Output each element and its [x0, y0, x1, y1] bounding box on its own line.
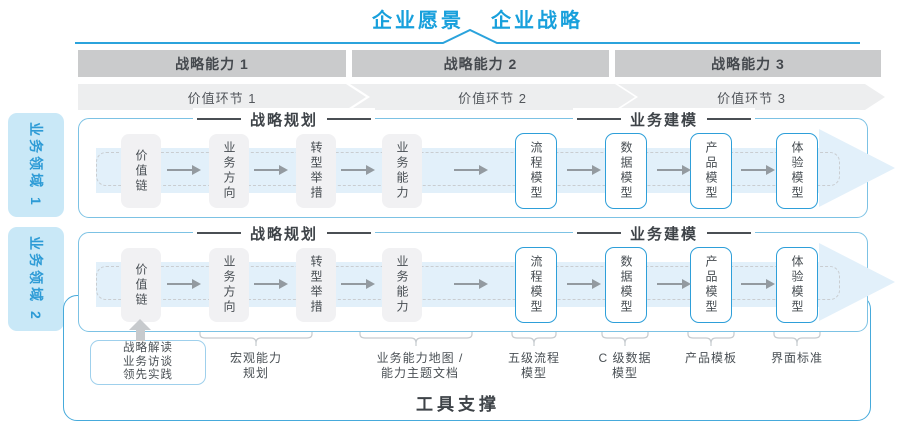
business-modeling-title-text: 业务建模 [629, 225, 699, 243]
stage-business-direction: 业务方向 [209, 134, 249, 208]
tool-support-title: 工具支撑 [416, 395, 500, 414]
stage-experience-model: 体验模型 [776, 247, 818, 323]
stage-value-chain: 价值链 [121, 248, 161, 322]
section-title-business-modeling: 业务建模 [572, 222, 756, 244]
stage-value-chain: 价值链 [121, 134, 161, 208]
flow-arrow-icon [657, 165, 691, 175]
pipeline-dashed-outline [96, 266, 840, 300]
value-chain-chevron-2: 价值环节 2 [350, 84, 635, 110]
flow-arrow-icon [454, 279, 488, 289]
flow-arrow-icon [454, 165, 488, 175]
title-rule-right-icon [707, 118, 752, 120]
capability-band-segment-2: 战略能力 2 [352, 50, 609, 77]
stage-transformation: 转型举措 [296, 248, 336, 322]
pipeline-dashed-outline [96, 152, 840, 186]
business-domain-label-2-text: 业务领域 2 [28, 236, 44, 322]
section-title-strategic-planning: 战略规划 [192, 108, 376, 130]
capability-band-segment-1: 战略能力 1 [78, 50, 346, 77]
vision-title: 企业愿景 [372, 10, 464, 32]
flow-arrow-icon [741, 165, 775, 175]
title-rule-left-icon [576, 118, 621, 120]
flow-band-arrowhead-icon [819, 243, 895, 321]
strategic-planning-title-text: 战略规划 [249, 111, 319, 129]
business-domain-label-1-text: 业务领域 1 [28, 122, 44, 208]
flow-arrow-icon [741, 279, 775, 289]
practice-note-box: 战略解读 业务访谈 领先实践 [90, 340, 206, 385]
stage-product-model: 产品模型 [690, 133, 732, 209]
note-data-model: C 级数据 模型 [598, 351, 652, 380]
stage-process-model: 流程模型 [515, 247, 557, 323]
stage-data-model: 数据模型 [605, 247, 647, 323]
annotation-braces [199, 332, 821, 346]
business-domain-panel-2: 战略规划 业务建模 价值链 业务方向 转型举措 业务能力 流程模型 数据模型 产… [78, 222, 895, 332]
section-title-strategic-planning: 战略规划 [192, 222, 376, 244]
title-rule-left-icon [576, 232, 621, 234]
stage-experience-model: 体验模型 [776, 133, 818, 209]
title-rule-right-icon [707, 232, 752, 234]
flow-arrow-icon [167, 279, 201, 289]
title-rule-left-icon [196, 118, 241, 120]
business-modeling-title-text: 业务建模 [629, 111, 699, 129]
title-rule-left-icon [196, 232, 241, 234]
stage-transformation: 转型举措 [296, 134, 336, 208]
strategic-planning-title-text: 战略规划 [249, 225, 319, 243]
business-domain-panel-1: 战略规划 业务建模 价值链 业务方向 转型举措 业务能力 流程模型 数据模型 产… [78, 108, 895, 218]
flow-arrow-icon [567, 279, 601, 289]
flow-arrow-icon [254, 279, 288, 289]
note-ui-standard: 界面标准 [770, 351, 824, 365]
business-domain-label-1: 业务领域 1 [8, 113, 64, 217]
up-arrow-icon [129, 319, 151, 341]
flow-arrow-icon [254, 165, 288, 175]
flow-arrow-icon [657, 279, 691, 289]
flow-arrow-icon [567, 165, 601, 175]
flow-arrow-icon [167, 165, 201, 175]
title-rule-right-icon [327, 118, 372, 120]
note-process-model: 五级流程 模型 [507, 351, 561, 380]
title-rule-right-icon [327, 232, 372, 234]
stage-process-model: 流程模型 [515, 133, 557, 209]
note-product-template: 产品模板 [684, 351, 738, 365]
stage-business-direction: 业务方向 [209, 248, 249, 322]
section-title-business-modeling: 业务建模 [572, 108, 756, 130]
stage-business-capability: 业务能力 [382, 248, 422, 322]
strategy-title: 企业战略 [491, 10, 583, 32]
flow-band-arrowhead-icon [819, 129, 895, 207]
value-chain-chevron-3: 价值环节 3 [618, 84, 885, 110]
note-capability-map: 业务能力地图 / 能力主题文档 [376, 351, 464, 380]
stage-business-capability: 业务能力 [382, 134, 422, 208]
note-macro-capability: 宏观能力 规划 [229, 351, 283, 380]
capability-band-segment-3: 战略能力 3 [615, 50, 881, 77]
header-divider-caret-line [75, 28, 860, 44]
flow-arrow-icon [341, 279, 375, 289]
flow-arrow-icon [341, 165, 375, 175]
value-chain-chevron-1: 价值环节 1 [78, 84, 366, 110]
stage-data-model: 数据模型 [605, 133, 647, 209]
business-domain-label-2: 业务领域 2 [8, 227, 64, 331]
stage-product-model: 产品模型 [690, 247, 732, 323]
